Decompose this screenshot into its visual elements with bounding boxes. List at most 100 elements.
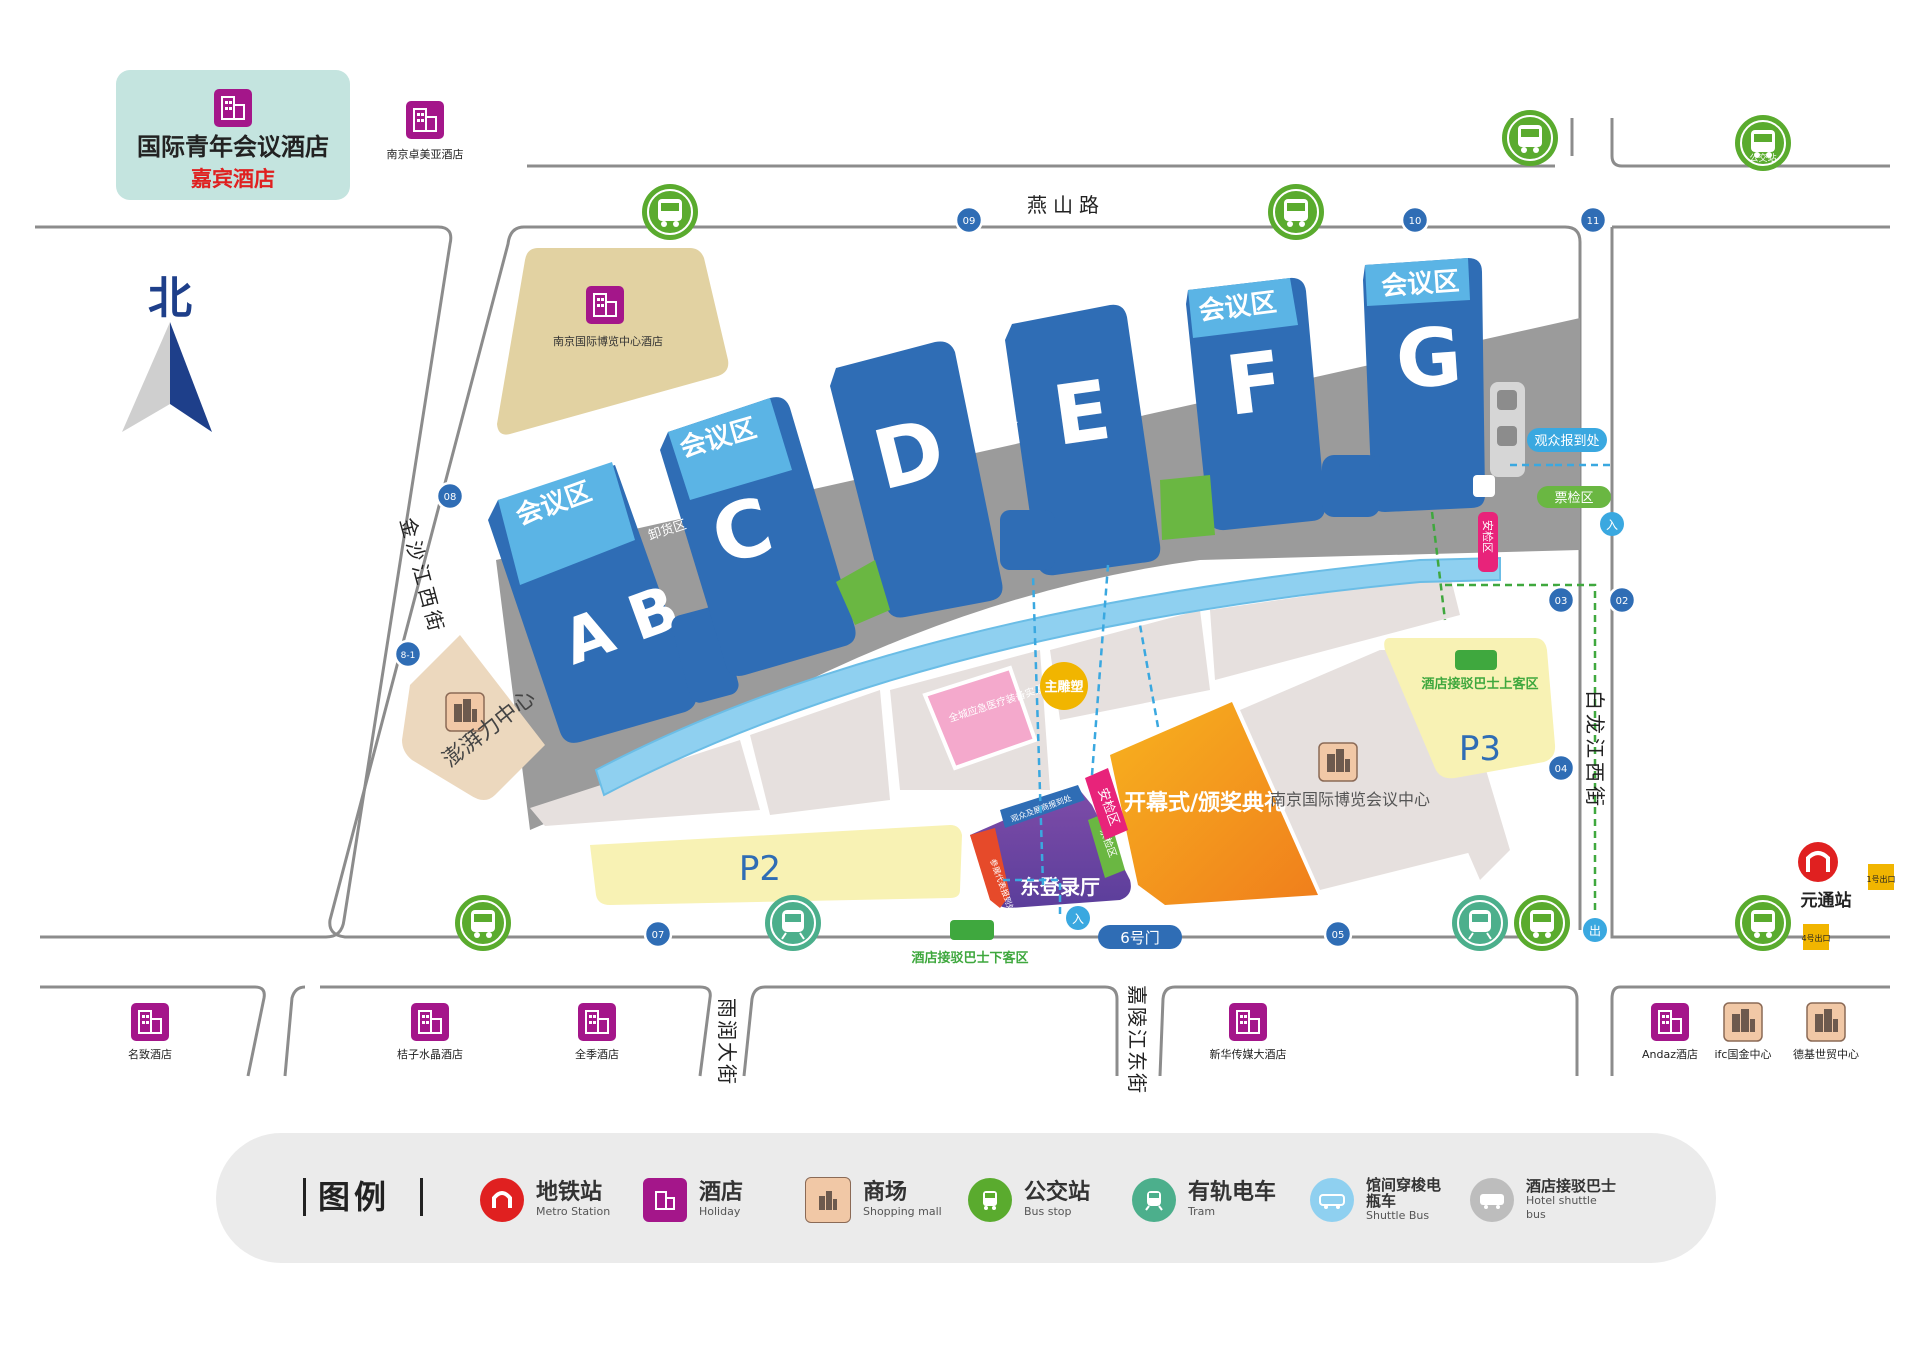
bus-stop-icon[interactable] <box>641 183 699 241</box>
hotel-andaz[interactable]: Andaz酒店 <box>1642 1002 1698 1061</box>
mall-icon <box>1806 1002 1846 1042</box>
north-label: 北 <box>148 273 192 324</box>
legend-bar-left <box>303 1178 306 1216</box>
conference-center[interactable]: 南京国际博览会议中心 <box>1270 742 1430 809</box>
hall-f-label: F <box>1221 334 1288 435</box>
hall-d[interactable]: D <box>830 341 1003 625</box>
hotel-mingzhi[interactable]: 名致酒店 <box>128 1002 172 1061</box>
svg-text:酒店接驳巴士下客区: 酒店接驳巴士下客区 <box>911 950 1028 966</box>
visitor-registration[interactable]: 观众报到处 <box>1527 428 1607 452</box>
zhuomeiya-hotel[interactable]: 南京卓美亚酒店 <box>387 100 464 161</box>
legend-title: 图例 <box>318 1178 391 1216</box>
entry-marker-bottom[interactable]: 入 <box>1066 906 1090 930</box>
hotel-xinhua[interactable]: 新华传媒大酒店 <box>1210 1002 1287 1061</box>
svg-text:入: 入 <box>1072 912 1084 926</box>
parking-p3[interactable]: 酒店接驳巴士上客区 P3 <box>1384 638 1556 779</box>
svg-text:卸货区: 卸货区 <box>1321 353 1361 372</box>
legend-metro: 地铁站 Metro Station <box>480 1165 610 1235</box>
gate-05[interactable]: 05 <box>1323 919 1353 949</box>
gate-6[interactable]: 6号门 <box>1098 925 1182 949</box>
road-jialing: 嘉陵江东街 <box>1125 985 1149 1095</box>
hotel-icon <box>213 88 253 128</box>
bus-stop-icon[interactable] <box>1734 894 1792 952</box>
svg-text:安检区: 安检区 <box>1481 520 1495 553</box>
gate-8-1[interactable]: 8-1 <box>393 639 423 669</box>
hall-e[interactable]: E <box>1000 304 1161 576</box>
hotel-icon <box>410 1002 450 1042</box>
gate-07[interactable]: 07 <box>643 919 673 949</box>
main-sculpture[interactable]: 主雕塑 <box>1040 662 1088 710</box>
svg-text:公交站: 公交站 <box>1749 152 1776 164</box>
gate-10[interactable]: 10 <box>1400 205 1430 235</box>
north-arrow: 北 <box>122 273 212 432</box>
svg-text:03: 03 <box>1555 596 1568 607</box>
svg-text:入: 入 <box>1606 518 1618 532</box>
mall-dejin[interactable]: 德基世贸中心 <box>1793 1002 1859 1061</box>
hall-f[interactable]: 会议区 F <box>1160 277 1326 540</box>
tram-icon[interactable] <box>764 894 822 952</box>
road-yanshan: 燕山路 <box>1027 193 1105 217</box>
svg-text:票检区: 票检区 <box>1554 491 1593 506</box>
bus-stop-icon[interactable] <box>1267 183 1325 241</box>
bus-stop-icon[interactable] <box>1513 894 1571 952</box>
mall-icon <box>805 1177 851 1223</box>
hotel-icon <box>1650 1002 1690 1042</box>
legend-hotel: 酒店 Holiday <box>643 1165 743 1235</box>
pengpai-center[interactable]: 澎湃力中心 <box>402 635 545 800</box>
hotel-icon <box>405 100 445 140</box>
routes <box>1003 463 1612 915</box>
svg-text:酒店接驳巴士上客区: 酒店接驳巴士上客区 <box>1421 676 1538 692</box>
ticket-check-right[interactable]: 票检区 <box>1537 486 1611 508</box>
mall-ifc[interactable]: ifc国金中心 <box>1715 1002 1772 1061</box>
svg-text:09: 09 <box>963 216 976 227</box>
gate-02[interactable]: 02 <box>1607 585 1637 615</box>
exit-marker[interactable]: 出 <box>1583 918 1607 942</box>
svg-text:08: 08 <box>444 492 457 503</box>
svg-text:8-1: 8-1 <box>401 651 416 661</box>
youth-hotel-card[interactable]: 国际青年会议酒店 嘉宾酒店 <box>116 70 350 200</box>
legend-bus: 公交站 Bus stop <box>968 1165 1090 1235</box>
svg-text:04: 04 <box>1555 764 1568 775</box>
expo-hotel[interactable]: 南京国际博览中心酒店 <box>497 248 729 435</box>
svg-text:卸货区: 卸货区 <box>978 410 1019 434</box>
gate-09[interactable]: 09 <box>954 205 984 235</box>
svg-text:名致酒店: 名致酒店 <box>128 1047 172 1061</box>
svg-text:开幕式/颁奖典礼: 开幕式/颁奖典礼 <box>1124 790 1286 816</box>
legend-shuttle: 馆间穿梭电瓶车 Shuttle Bus <box>1310 1165 1441 1235</box>
hotel-juzi[interactable]: 桔子水晶酒店 <box>397 1002 463 1061</box>
bus-stop-icon[interactable] <box>454 894 512 952</box>
svg-text:07: 07 <box>652 930 665 941</box>
opening-ceremony-hall[interactable]: 开幕式/颁奖典礼 <box>1110 702 1318 905</box>
shuttle-dropoff[interactable]: 酒店接驳巴士下客区 <box>911 920 1029 966</box>
bus-stop-icon[interactable] <box>1501 109 1559 167</box>
metro-station[interactable]: 元通站 1号出口 4号出口 <box>1798 842 1896 950</box>
hall-c[interactable]: 会议区 C <box>660 397 856 676</box>
svg-text:10: 10 <box>1409 216 1422 227</box>
parking-p2[interactable]: P2 <box>590 825 962 905</box>
tram-icon[interactable] <box>1451 894 1509 952</box>
gate-04[interactable]: 04 <box>1546 753 1576 783</box>
road-bailong: 白龙江西街 <box>1583 690 1607 810</box>
gate-11[interactable]: 11 <box>1578 205 1608 235</box>
tram-icon <box>1132 1178 1176 1222</box>
svg-text:新华传媒大酒店: 新华传媒大酒店 <box>1210 1047 1287 1061</box>
hotel-quanji[interactable]: 全季酒店 <box>575 1002 619 1061</box>
hall-g[interactable]: 会议区 G <box>1322 258 1525 517</box>
entry-marker-right[interactable]: 入 <box>1600 512 1624 536</box>
bus-stop-top-right[interactable]: 公交站 <box>1734 114 1792 172</box>
gate-08[interactable]: 08 <box>435 481 465 511</box>
hotel-shuttle-icon <box>1470 1178 1514 1222</box>
svg-text:桔子水晶酒店: 桔子水晶酒店 <box>397 1047 463 1061</box>
legend-tram: 有轨电车 Tram <box>1132 1165 1276 1235</box>
svg-text:德基世贸中心: 德基世贸中心 <box>1793 1047 1859 1061</box>
east-registration-hall[interactable]: 东登录厅 观众及展商报到处 参展代表报到处 票检区 <box>970 785 1131 913</box>
hotel-icon <box>1228 1002 1268 1042</box>
gate-03[interactable]: 03 <box>1546 585 1576 615</box>
mall-icon <box>1723 1002 1763 1042</box>
road-lines <box>35 118 1890 1077</box>
svg-text:南京卓美亚酒店: 南京卓美亚酒店 <box>387 147 464 161</box>
svg-text:主雕塑: 主雕塑 <box>1044 679 1083 695</box>
hotel-icon <box>643 1178 687 1222</box>
security-check-right[interactable]: 安检区 <box>1478 512 1498 572</box>
